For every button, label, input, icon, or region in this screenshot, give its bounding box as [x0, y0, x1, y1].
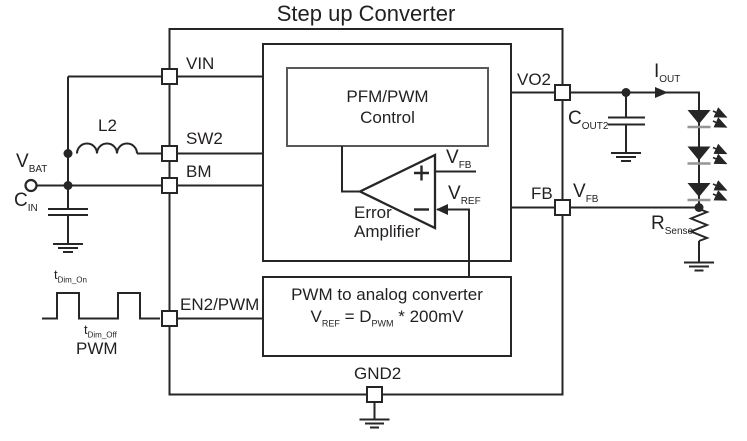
pin-label-sw2: SW2 — [186, 129, 223, 148]
input-wiring — [36, 75, 162, 209]
pin-squares — [161, 68, 571, 403]
output-wiring — [570, 91, 700, 262]
cin-ground-icon — [53, 243, 83, 253]
pwm-dac-formula: VREF = DPWM * 200mV — [310, 307, 464, 329]
vin-pin-icon — [161, 68, 178, 85]
pfm-pwm-control-box — [286, 67, 489, 147]
pfm-pwm-control-label: PFM/PWM Control — [287, 68, 488, 146]
control-line1: PFM/PWM — [346, 87, 429, 106]
label-t-dim-on: tDim_On — [54, 267, 87, 285]
fb-pin-icon — [554, 199, 571, 216]
pwm-dac-label: PWM to analog converter VREF = DPWM * 20… — [263, 284, 511, 328]
en2-pwm-pin-icon — [161, 310, 178, 327]
label-l2: L2 — [98, 116, 117, 135]
label-pwm: PWM — [76, 339, 118, 358]
gnd2-ground-icon — [359, 402, 390, 429]
pin-label-en2-pwm: EN2/PWM — [180, 295, 260, 314]
vo2-pin-icon — [554, 84, 571, 101]
label-t-dim-off: tDim_Off — [84, 322, 117, 340]
sw2-pin-icon — [161, 145, 178, 162]
iout-arrow-icon — [655, 87, 668, 98]
error-amplifier-label: Error Amplifier — [354, 203, 421, 241]
label-iout: IOUT — [654, 61, 681, 85]
gnd2-pin-icon — [366, 386, 383, 403]
bm-pin-icon — [161, 177, 178, 194]
diagram-title: Step up Converter — [276, 1, 456, 26]
cout2-ground-icon — [611, 152, 641, 162]
error-amplifier-symbol — [357, 153, 437, 230]
plus-input-icon — [414, 165, 429, 181]
l2-inductor-symbol — [76, 142, 138, 154]
led-string — [687, 107, 728, 202]
label-cin: CIN — [14, 190, 38, 214]
rsense-ground-icon — [684, 261, 714, 272]
pin-label-vo2: VO2 — [517, 70, 552, 89]
led-icon — [687, 143, 728, 165]
label-cout2: COUT2 — [568, 108, 609, 132]
net-label-vref: VREF — [448, 183, 481, 207]
net-label-vfb-internal: VFB — [446, 147, 472, 171]
ic-internal-wires — [177, 75, 555, 320]
led-icon — [687, 180, 728, 202]
pwm-dac-line1: PWM to analog converter — [291, 285, 483, 304]
cin-capacitor-symbol — [48, 208, 88, 253]
pin-label-vin: VIN — [186, 54, 215, 73]
vref-arrow-icon — [436, 204, 448, 215]
junction-dots — [63, 88, 704, 212]
vbat-terminal-icon — [24, 178, 38, 193]
pwm-waveform-icon — [42, 292, 160, 320]
rsense-resistor-symbol — [684, 208, 714, 272]
pin-label-bm: BM — [186, 162, 212, 181]
control-line2: Control — [360, 108, 415, 127]
led-icon — [687, 107, 728, 129]
pin-label-fb: FB — [531, 184, 553, 203]
cout2-capacitor-symbol — [608, 92, 645, 162]
label-rsense: RSense — [651, 213, 694, 237]
pin-label-gnd2: GND2 — [354, 364, 402, 383]
label-vbat: VBAT — [16, 151, 48, 175]
pwm-dac-box — [262, 276, 512, 357]
label-vfb-external: VFB — [573, 181, 599, 205]
